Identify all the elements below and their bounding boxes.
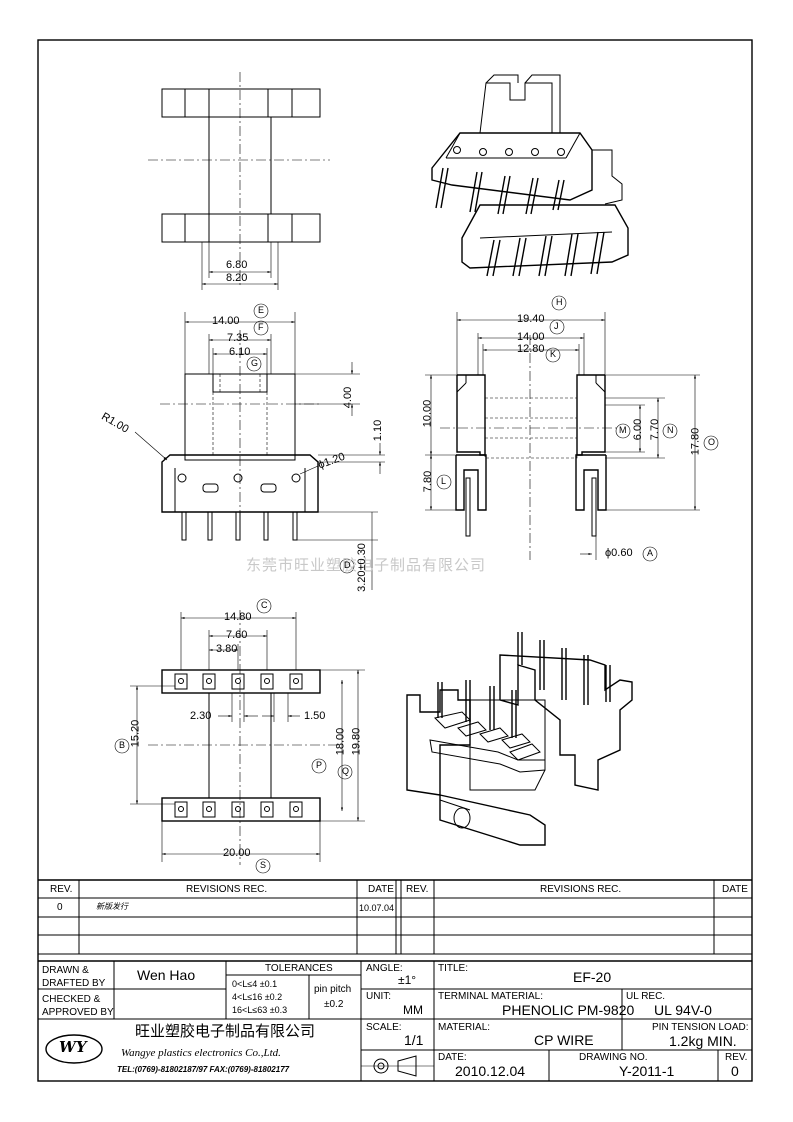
bottom-view xyxy=(130,610,365,865)
label-k: K xyxy=(550,349,557,359)
material-label: MATERIAL: xyxy=(438,1022,491,1033)
logo-text: WY xyxy=(59,1038,87,1056)
revisions-header-right: REVISIONS REC. xyxy=(540,884,622,895)
label-s: S xyxy=(260,860,267,870)
tolerance-2: 4<L≤16 ±0.2 xyxy=(232,992,283,1002)
tolerance-3: 16<L≤63 ±0.3 xyxy=(232,1005,288,1015)
top-view xyxy=(148,72,330,290)
label-f: F xyxy=(258,322,264,332)
label-p: P xyxy=(316,760,323,770)
drawn-value: Wen Hao xyxy=(137,967,196,983)
rev-header-left: REV. xyxy=(50,884,73,895)
label-q: Q xyxy=(342,766,350,776)
dim-12-80: 12.80 xyxy=(517,343,545,355)
date-label: DATE: xyxy=(438,1052,467,1063)
dim-7-80: 7.80 xyxy=(422,470,435,493)
title-label: TITLE: xyxy=(438,963,469,974)
dim-14-80: 14.80 xyxy=(224,611,252,623)
label-e: E xyxy=(258,305,265,315)
iso-view-top xyxy=(431,74,629,277)
dim-18-00: 18.00 xyxy=(334,727,347,756)
label-d: D xyxy=(344,560,351,570)
label-n: N xyxy=(667,425,674,435)
table-grid xyxy=(38,879,752,1081)
company-name-cn: 旺业塑胶电子制品有限公司 xyxy=(135,1022,316,1040)
dim-19-80: 19.80 xyxy=(350,727,363,756)
unit-label: UNIT: xyxy=(366,991,391,1002)
pin-tension-label: PIN TENSION LOAD: xyxy=(652,1022,749,1033)
label-j: J xyxy=(554,321,559,331)
rev-value: 0 xyxy=(731,1063,739,1079)
ul-label: UL REC. xyxy=(626,991,666,1002)
revisions-header-left: REVISIONS REC. xyxy=(186,884,268,895)
angle-value: ±1° xyxy=(398,973,417,987)
date-header-right: DATE xyxy=(722,884,748,895)
scale-label: SCALE: xyxy=(366,1022,402,1033)
unit-value: MM xyxy=(403,1003,423,1017)
label-c: C xyxy=(261,600,268,610)
rev-label: REV. xyxy=(725,1052,748,1063)
dim-6-00: 6.00 xyxy=(632,418,645,441)
title-value: EF-20 xyxy=(573,969,612,985)
dim-7-70: 7.70 xyxy=(649,418,662,441)
dimension-circles xyxy=(114,295,719,874)
dim-20-00: 20.00 xyxy=(223,847,251,859)
dim-14-00-side: 14.00 xyxy=(517,331,545,343)
pin-pitch-value: ±0.2 xyxy=(324,999,344,1010)
dim-1-50: 1.50 xyxy=(304,710,326,722)
scale-value: 1/1 xyxy=(404,1032,424,1048)
dim-7-60: 7.60 xyxy=(226,629,248,641)
pin-tension-value: 1.2kg MIN. xyxy=(669,1033,737,1049)
label-g: G xyxy=(251,358,259,368)
tolerance-1: 0<L≤4 ±0.1 xyxy=(232,979,278,989)
company-tel: TEL:(0769)-81802187/97 FAX:(0769)-818021… xyxy=(117,1065,290,1074)
dim-4-00: 4.00 xyxy=(342,386,355,409)
iso-view-bottom xyxy=(406,632,633,846)
date-header-left: DATE xyxy=(368,884,394,895)
terminal-label: TERMINAL MATERIAL: xyxy=(438,991,544,1002)
watermark-text: 东莞市旺业塑胶电子制品有限公司 xyxy=(246,556,487,574)
company-logo xyxy=(45,1034,103,1064)
dim-3-20: 3.20±0.30 xyxy=(355,543,368,592)
dim-8-20: 8.20 xyxy=(226,272,248,284)
pin-pitch-label: pin pitch xyxy=(314,984,352,995)
dim-1-10: 1.10 xyxy=(372,419,385,442)
label-l: L xyxy=(441,476,447,486)
tolerances-label: TOLERANCES xyxy=(265,963,333,974)
angle-label: ANGLE: xyxy=(366,963,403,974)
drawn-label: DRAWN & DRAFTED BY xyxy=(42,965,106,989)
company-name-en: Wangye plastics electronics Co.,Ltd. xyxy=(121,1047,281,1059)
dim-19-40: 19.40 xyxy=(517,313,545,325)
dim-15-20: 15.20 xyxy=(129,719,142,748)
side-view xyxy=(425,312,700,560)
rev-row-date: 10.07.04 xyxy=(359,903,395,913)
dim-10-00: 10.00 xyxy=(421,399,434,428)
label-a: A xyxy=(647,548,654,558)
dim-2-30: 2.30 xyxy=(190,710,212,722)
label-b: B xyxy=(119,740,126,750)
label-o: O xyxy=(708,437,716,447)
dim-7-35: 7.35 xyxy=(227,332,249,344)
front-view xyxy=(134,312,385,590)
ul-value: UL 94V-0 xyxy=(654,1002,712,1018)
material-value: CP WIRE xyxy=(534,1032,594,1048)
dim-3-80: 3.80 xyxy=(216,643,238,655)
rev-header-right: REV. xyxy=(406,884,429,895)
checked-label: CHECKED & APPROVED BY xyxy=(42,994,114,1018)
drawing-number-label: DRAWING NO. xyxy=(579,1052,648,1063)
terminal-value: PHENOLIC PM-9820 xyxy=(502,1002,635,1018)
drawing-number-value: Y-2011-1 xyxy=(619,1063,675,1079)
dim-6-80: 6.80 xyxy=(226,259,248,271)
dim-17-80: 17.80 xyxy=(689,427,702,456)
sheet-border xyxy=(37,39,753,1082)
date-value: 2010.12.04 xyxy=(455,1063,526,1079)
label-h: H xyxy=(556,297,563,307)
dim-14-00-front: 14.00 xyxy=(212,315,240,327)
rev-row-rec: 新版发行 xyxy=(96,902,128,911)
rev-row-rev: 0 xyxy=(57,902,63,913)
dim-phi-0-60: ϕ0.60 xyxy=(605,547,633,559)
label-m: M xyxy=(619,425,627,435)
dim-6-10: 6.10 xyxy=(229,346,251,358)
